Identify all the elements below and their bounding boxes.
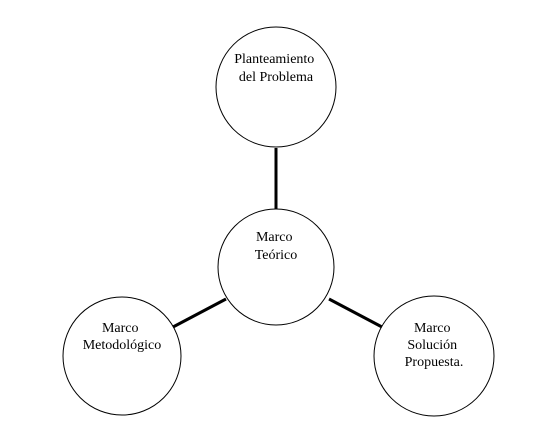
node-center-label: Marco Teórico xyxy=(255,230,298,263)
node-top-line-2: del Problema xyxy=(239,70,314,85)
node-top: Planteamiento del Problema xyxy=(215,26,337,148)
node-bottom-right-line-2: Solución xyxy=(407,338,457,353)
node-center: Marco Teórico xyxy=(217,208,335,326)
node-center-line-2: Teórico xyxy=(255,248,298,263)
node-center-line-1: Marco xyxy=(256,230,293,245)
node-bottom-left-circle xyxy=(62,296,182,416)
edge-center-bottom-right xyxy=(328,297,383,329)
node-bottom-left: Marco Metodológico xyxy=(62,296,182,416)
node-bottom-left-line-1: Marco xyxy=(102,321,139,336)
node-bottom-right-line-3: Propuesta. xyxy=(405,355,464,370)
node-top-circle xyxy=(215,26,337,148)
edge-center-bottom-left xyxy=(172,297,227,329)
node-bottom-right: Marco Solución Propuesta. xyxy=(373,295,495,417)
node-bottom-right-label: Marco Solución Propuesta. xyxy=(405,321,464,370)
node-center-circle xyxy=(217,208,335,326)
node-bottom-left-line-2: Metodológico xyxy=(83,338,162,353)
node-top-line-1: Planteamiento xyxy=(234,52,314,67)
node-bottom-right-circle xyxy=(373,295,495,417)
node-top-label: Planteamiento del Problema xyxy=(234,52,318,85)
node-bottom-right-line-1: Marco xyxy=(414,321,451,336)
node-bottom-left-label: Marco Metodológico xyxy=(83,321,162,353)
